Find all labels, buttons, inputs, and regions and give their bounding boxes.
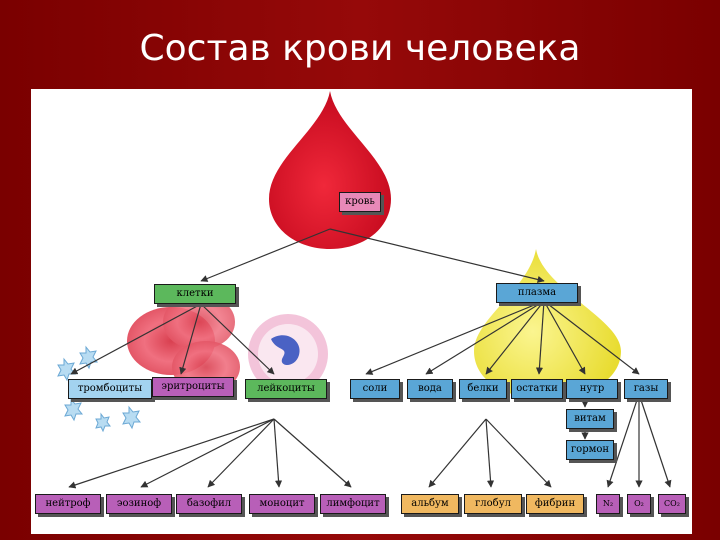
node-basophils: базофил [176,494,242,514]
node-plasma: плазма [496,283,578,303]
node-eosinophils: эозиноф [106,494,172,514]
node-monocytes: моноцит [249,494,315,514]
diagram-graphics [57,91,672,489]
node-proteins: белки [459,379,507,399]
node-erythrocytes: эритроциты [152,377,234,397]
node-residues: остатки [511,379,563,399]
node-o2: O₂ [627,494,651,514]
node-lymphocytes: лимфоцит [320,494,386,514]
node-gases: газы [624,379,668,399]
node-vitamins: витам [566,409,614,429]
diagram-panel: кровь клетки плазма тромбоциты эритроцит… [31,89,692,534]
slide-title: Состав крови человека [139,28,581,69]
node-n2: N₂ [596,494,620,514]
node-leukocytes: лейкоциты [245,379,327,399]
node-hormones: гормон [566,440,614,460]
node-thrombocytes: тромбоциты [68,379,152,399]
blood-drop-icon [269,91,391,249]
node-co2: CO₂ [658,494,686,514]
node-cells: клетки [154,284,236,304]
node-blood: кровь [339,192,381,212]
plasma-drop-icon [474,249,621,399]
node-fibrinogen: фибрин [526,494,584,514]
node-globulins: глобул [464,494,522,514]
node-albumins: альбум [401,494,459,514]
node-nutrients: нутр [566,379,618,399]
node-salts: соли [350,379,400,399]
node-neutrophils: нейтроф [35,494,101,514]
platelet-stars-icon [57,345,142,433]
node-water: вода [407,379,453,399]
